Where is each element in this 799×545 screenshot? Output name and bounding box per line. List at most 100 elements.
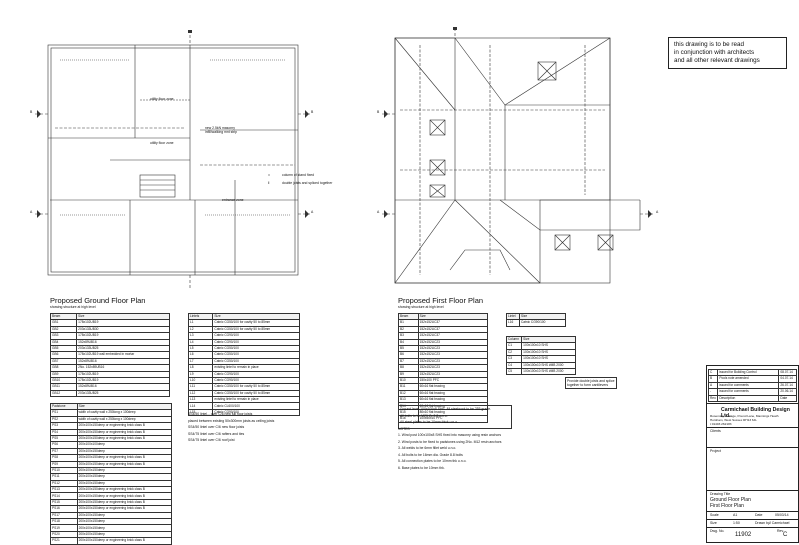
table-header-cell: Size bbox=[518, 312, 567, 321]
legend-joist-icon: ‖ bbox=[268, 181, 270, 185]
table-cell: 100x50x10 PFC bbox=[417, 415, 489, 423]
legend-column-text: column of stand fixed bbox=[282, 173, 315, 177]
revision-cell: issued for comments bbox=[717, 381, 780, 390]
table-cell: 2No. 152x89UB16 bbox=[76, 364, 170, 372]
rev-label: Rev. bbox=[777, 529, 784, 533]
revision-cell: B bbox=[707, 375, 719, 383]
ground-plan-title-block: Proposed Ground Floor Plan showing struc… bbox=[50, 296, 145, 309]
table-cell: L15 bbox=[187, 408, 214, 417]
table-cell: width of cavity wall x 250long x 100deep bbox=[76, 409, 173, 417]
size-label: Size bbox=[710, 521, 717, 525]
table-cell: Catnic CG90/100 bbox=[212, 370, 300, 378]
revision-cell: 20.06.14 bbox=[778, 388, 797, 396]
ground-label-2: utility floor zone bbox=[150, 141, 174, 145]
table-cell: GB2 bbox=[49, 325, 78, 334]
note-item: 5. All connection plates to be 10mm thk … bbox=[398, 459, 467, 464]
table-header-cell: Beam bbox=[49, 312, 78, 321]
table-header-cell: Size bbox=[212, 312, 300, 321]
company-addr2: Horsham, West Sussex RH13 6JL bbox=[710, 418, 757, 422]
clients-label: Clients bbox=[710, 429, 721, 433]
revision-cell: Pools note amended bbox=[717, 375, 780, 383]
note-item: 2. Wind posts to be fixed to padstones u… bbox=[398, 439, 502, 444]
ground-label-4: entrance zone bbox=[222, 198, 244, 202]
drawing-title-label: Drawing Title bbox=[710, 492, 731, 496]
table-cell: 152x89UB16 bbox=[76, 338, 170, 346]
first-plan-title: Proposed First Floor Plan bbox=[398, 296, 484, 305]
table-cell: 200x100x150deep bbox=[76, 473, 173, 481]
scale-label: Scale bbox=[710, 513, 719, 517]
table-cell: 60x16 flat bracing bbox=[417, 383, 489, 391]
table-cell: Catnic CG50/100 for cavity 50 to 85mm bbox=[212, 383, 300, 391]
revision-cell: issued for Building Control bbox=[717, 368, 780, 377]
table-cell: C4 bbox=[505, 361, 523, 369]
ground-label-1: utility floor zone bbox=[150, 97, 174, 101]
divider-4 bbox=[707, 490, 798, 491]
scale-value: A1 bbox=[733, 513, 738, 517]
table-cell: L12 bbox=[187, 389, 214, 398]
table-cell: 203x133UB25 bbox=[76, 344, 170, 353]
table-cell: 200x100x150deep or engineering brick cla… bbox=[76, 454, 173, 462]
note-item: Ground level 100x100x8 SHS. All steelwor… bbox=[400, 407, 492, 411]
note-item: 4. All bolts to be 16mm dia. Grade 8.8 b… bbox=[398, 452, 463, 457]
table-cell: 178x102UB19 bbox=[76, 319, 170, 327]
note-item: All steel plates to be 10mm thick u.n.o. bbox=[400, 420, 459, 425]
table-cell: Catnic CG90/100 bbox=[212, 376, 300, 385]
table-cell: 150x100 PFC bbox=[417, 376, 489, 385]
table-cell: 100x100x10 SHS bbox=[521, 355, 576, 363]
table-cell: L3 bbox=[187, 332, 214, 340]
table-cell: C2 bbox=[505, 348, 523, 357]
drawn-label: Drawn by bbox=[755, 521, 770, 525]
section-marker-a-first: A bbox=[377, 210, 380, 214]
table-cell: GB6 bbox=[49, 351, 78, 359]
note-line-3: and all other relevant drawings bbox=[674, 57, 760, 64]
note-item: SS4/75 lintel over C/6 roof joist bbox=[188, 438, 235, 443]
table-cell: 178x102UB19 bbox=[76, 370, 170, 378]
table-cell: L14 bbox=[187, 402, 214, 410]
table-header-cell: Lintels bbox=[187, 312, 214, 321]
divider-6 bbox=[707, 519, 798, 520]
notes-title: NOTES bbox=[398, 427, 410, 431]
revision-header-cell: Rev. bbox=[707, 394, 719, 402]
note-item: SS4/75 lintel over C/6 rafters and ties bbox=[188, 431, 245, 436]
table-cell: Catnic CG90/100 bbox=[212, 408, 300, 417]
table-cell: 100x100x10 SHS bbox=[521, 348, 576, 357]
company-tel: t 01403 262183 bbox=[710, 422, 732, 426]
divider-7 bbox=[707, 527, 798, 528]
table-cell: 200x100x150deep or engineering brick cla… bbox=[76, 460, 173, 468]
double-joist-note: Provide double joists and splice togethe… bbox=[565, 377, 617, 390]
revision-cell: - bbox=[707, 388, 719, 396]
table-cell: C5 bbox=[505, 367, 523, 376]
revision-header-cell: Date bbox=[778, 394, 797, 402]
table-cell: L1 bbox=[187, 319, 214, 327]
ground-label-3: new 2.5kN masonry infill/walking mnt str… bbox=[205, 126, 238, 135]
table-cell: GB8 bbox=[49, 364, 78, 372]
table-cell: 152x152UC37 bbox=[417, 319, 489, 327]
section-marker-b-first: B bbox=[377, 110, 380, 114]
table-cell: 100x100x10 SHS #MB 2000 bbox=[521, 361, 576, 369]
